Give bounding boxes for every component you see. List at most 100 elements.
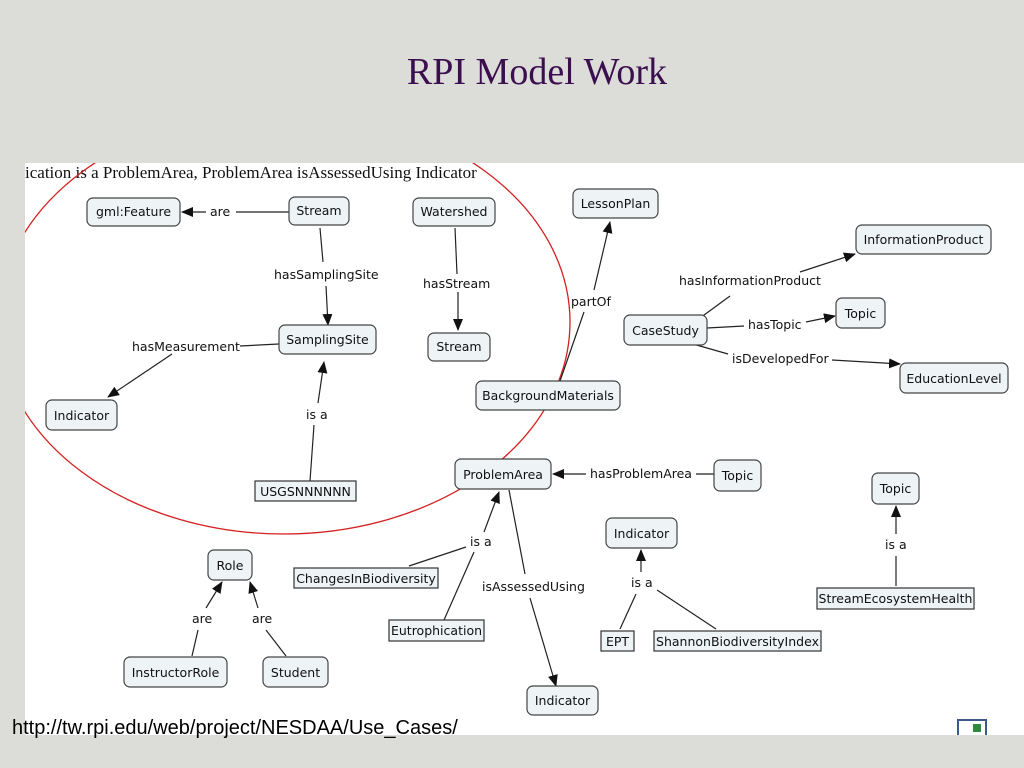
edge-label-are: are <box>210 204 231 219</box>
edge-label-is-a-problem: is a <box>470 534 492 549</box>
svg-text:USGSNNNNNN: USGSNNNNNN <box>260 484 351 499</box>
node-stream-2[interactable]: Stream <box>427 332 491 362</box>
node-gml-feature[interactable]: gml:Feature <box>86 197 181 227</box>
node-sampling-site[interactable]: SamplingSite <box>278 324 377 355</box>
svg-text:Topic: Topic <box>844 306 877 321</box>
edge-label-partof: partOf <box>571 294 611 309</box>
node-ept[interactable]: EPT <box>600 630 635 652</box>
node-lesson-plan[interactable]: LessonPlan <box>572 188 659 219</box>
svg-text:Indicator: Indicator <box>54 408 110 423</box>
edge-label-isassessedusing: isAssessedUsing <box>482 579 585 594</box>
edge-isa-problemarea <box>483 491 500 533</box>
svg-text:Topic: Topic <box>721 468 754 483</box>
edge-usgs-isa <box>309 424 315 482</box>
edge-hastopic-topic <box>805 313 836 324</box>
edge-label-is-a-topic: is a <box>885 537 907 552</box>
svg-text:Stream: Stream <box>296 203 341 218</box>
edge-case-hasinfo <box>699 295 731 319</box>
svg-text:Stream: Stream <box>436 339 481 354</box>
edge-hassampling-site <box>322 285 333 326</box>
edge-label-is-a-indicator: is a <box>631 575 653 590</box>
edge-label-hasmeasurement: hasMeasurement <box>132 339 240 354</box>
svg-text:InstructorRole: InstructorRole <box>132 665 220 680</box>
edge-label-hasproblemarea: hasProblemArea <box>590 466 692 481</box>
node-eutrophication[interactable]: Eutrophication <box>388 619 485 642</box>
svg-text:CaseStudy: CaseStudy <box>632 323 699 338</box>
svg-text:BackgroundMaterials: BackgroundMaterials <box>482 388 614 403</box>
edge-student-are <box>265 629 287 657</box>
source-url[interactable]: http://tw.rpi.edu/web/project/NESDAA/Use… <box>12 717 458 739</box>
slide-title: RPI Model Work <box>406 51 668 93</box>
svg-text:EducationLevel: EducationLevel <box>906 371 1001 386</box>
edge-isdeveloped-edu <box>831 358 901 369</box>
node-indicator-1[interactable]: Indicator <box>45 399 118 431</box>
edge-label-hastopic: hasTopic <box>748 317 802 332</box>
svg-text:InformationProduct: InformationProduct <box>864 232 984 247</box>
edge-label-hasstream: hasStream <box>423 276 490 291</box>
edge-label-isdevelopedfor: isDevelopedFor <box>732 351 829 366</box>
node-background-materials[interactable]: BackgroundMaterials <box>475 380 621 411</box>
edge-changes-isa <box>408 546 467 567</box>
edge-assessed-indicator <box>529 597 558 687</box>
svg-text:Indicator: Indicator <box>614 526 670 541</box>
edge-site-hasmeasurement <box>239 343 280 347</box>
edge-shannon-isa <box>656 589 717 630</box>
node-topic-2[interactable]: Topic <box>713 459 762 492</box>
svg-text:Watershed: Watershed <box>420 204 487 219</box>
edge-problemarea-assessed <box>508 489 526 575</box>
edge-eutro-isa <box>443 551 475 621</box>
node-stream-ecosystem-health[interactable]: StreamEcosystemHealth <box>816 587 975 610</box>
node-shannon[interactable]: ShannonBiodiversityIndex <box>653 630 822 652</box>
node-indicator-2[interactable]: Indicator <box>605 517 678 549</box>
edge-bg-partof <box>559 311 585 382</box>
svg-text:ProblemArea: ProblemArea <box>463 467 543 482</box>
node-stream-1[interactable]: Stream <box>288 196 350 226</box>
node-information-product[interactable]: InformationProduct <box>855 224 992 255</box>
edge-partof-lesson <box>593 221 613 291</box>
svg-text:gml:Feature: gml:Feature <box>96 204 171 219</box>
svg-text:StreamEcosystemHealth: StreamEcosystemHealth <box>819 591 973 606</box>
node-watershed[interactable]: Watershed <box>412 197 496 227</box>
node-case-study[interactable]: CaseStudy <box>623 314 708 346</box>
svg-text:ChangesInBiodiversity: ChangesInBiodiversity <box>296 571 436 586</box>
node-student[interactable]: Student <box>262 656 329 688</box>
node-instructor-role[interactable]: InstructorRole <box>123 656 228 688</box>
edge-isa-site <box>317 361 328 404</box>
highlight-ellipse <box>25 163 571 535</box>
svg-text:Indicator: Indicator <box>535 693 591 708</box>
node-problem-area[interactable]: ProblemArea <box>454 458 552 490</box>
edge-ept-isa <box>619 593 637 630</box>
edge-hasinfo-infoproduct <box>799 252 856 273</box>
svg-text:SamplingSite: SamplingSite <box>286 332 369 347</box>
edge-label-are-instructor: are <box>192 611 213 626</box>
node-role[interactable]: Role <box>207 549 253 581</box>
concept-map: are hasSamplingSite hasStream hasMeasure… <box>25 163 1009 716</box>
node-topic-3[interactable]: Topic <box>871 472 920 505</box>
edge-case-isdeveloped <box>692 343 729 355</box>
svg-text:Student: Student <box>271 665 320 680</box>
edge-are-role-right <box>248 581 259 609</box>
edge-label-are-student: are <box>252 611 273 626</box>
node-education-level[interactable]: EducationLevel <box>899 362 1009 394</box>
edge-instructor-are <box>191 629 199 657</box>
edge-hasmeasurement-indicator <box>107 353 173 398</box>
corner-icon <box>957 719 987 735</box>
concept-map-panel: ication is a ProblemArea, ProblemArea is… <box>25 163 1024 735</box>
svg-text:ShannonBiodiversityIndex: ShannonBiodiversityIndex <box>656 634 819 649</box>
edge-label-is-a-usgs: is a <box>306 407 328 422</box>
svg-text:Topic: Topic <box>879 481 912 496</box>
top-caption: ication is a ProblemArea, ProblemArea is… <box>25 163 477 182</box>
edge-are-role-left <box>205 581 223 609</box>
edge-case-hastopic <box>706 325 745 329</box>
node-changes-in-biodiversity[interactable]: ChangesInBiodiversity <box>293 567 439 589</box>
edge-label-hasinformationproduct: hasInformationProduct <box>679 273 821 288</box>
edge-watershed-hasstream <box>454 227 458 275</box>
svg-text:LessonPlan: LessonPlan <box>581 196 651 211</box>
edge-label-hassamplingsite: hasSamplingSite <box>274 267 379 282</box>
node-usgs[interactable]: USGSNNNNNN <box>254 480 357 502</box>
node-topic-1[interactable]: Topic <box>835 297 886 329</box>
svg-text:Role: Role <box>217 558 244 573</box>
svg-text:EPT: EPT <box>606 634 629 649</box>
edge-stream-hassampling <box>319 227 324 263</box>
node-indicator-3[interactable]: Indicator <box>526 685 599 716</box>
